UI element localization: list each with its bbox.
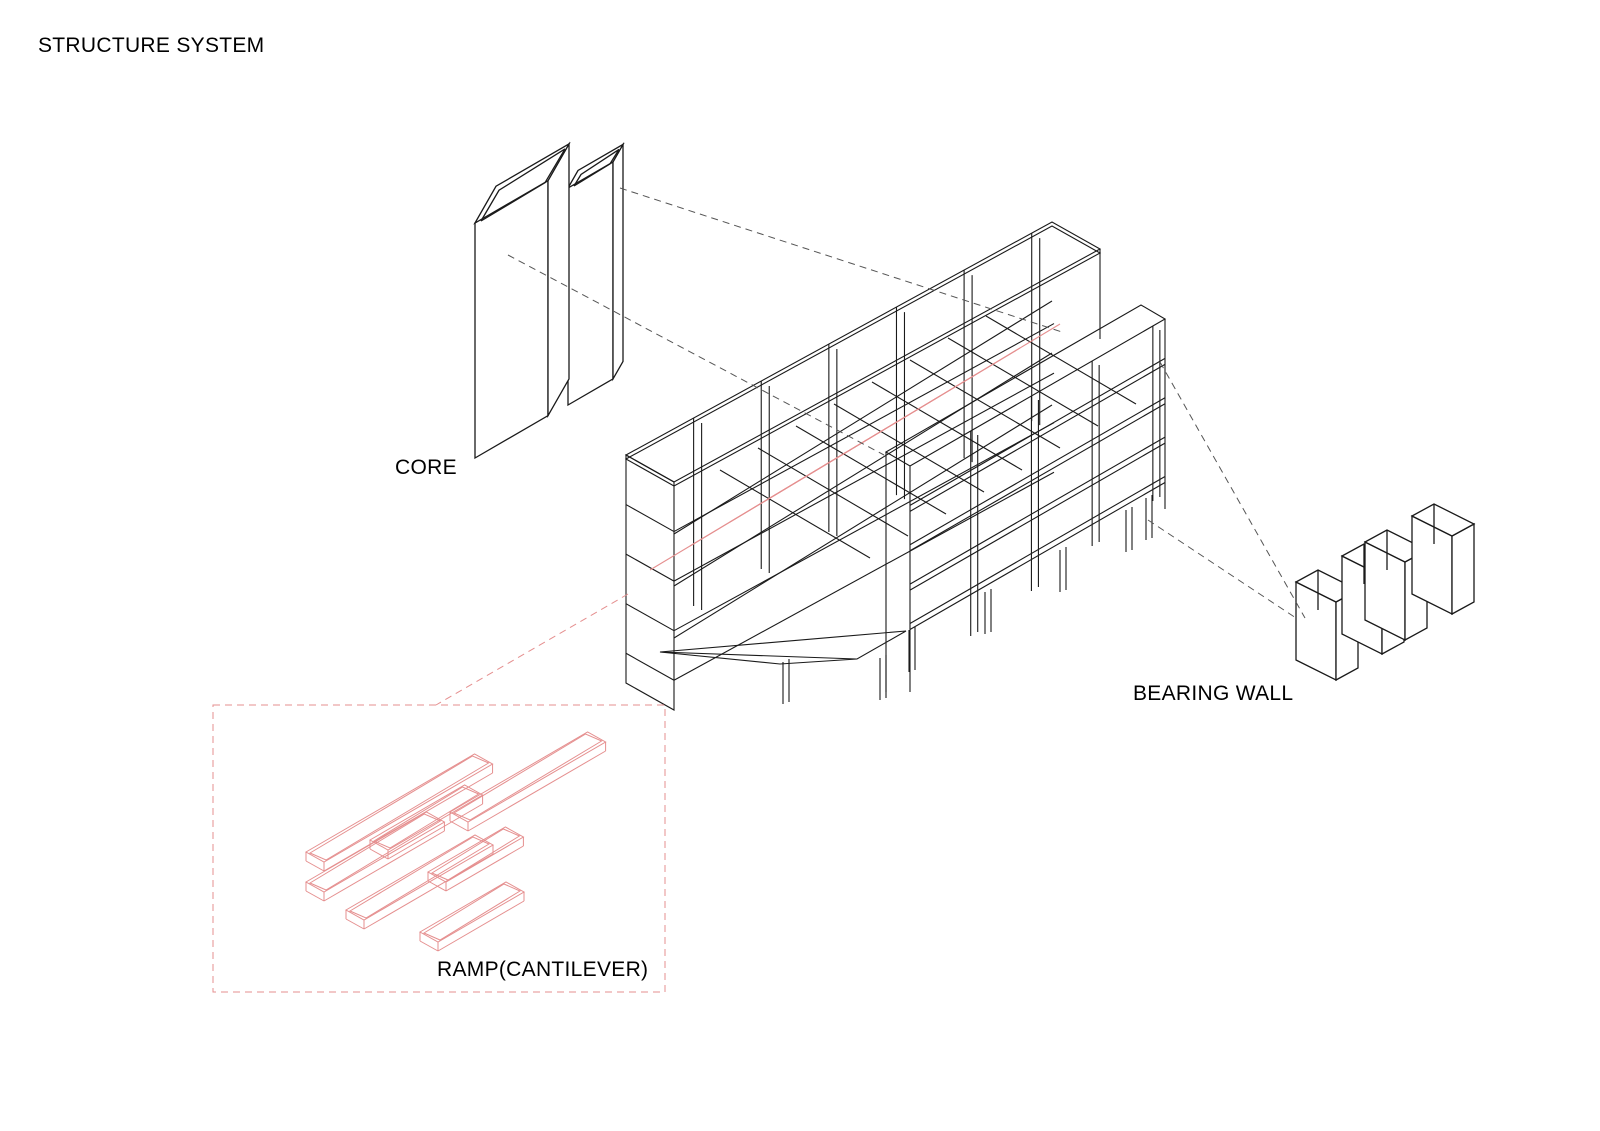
cross-beam bbox=[910, 360, 1060, 448]
ramp-plank-inner bbox=[374, 787, 479, 848]
ramp-plank-edge bbox=[364, 854, 493, 929]
slab-edge bbox=[660, 652, 857, 659]
ramp-plank-inner bbox=[424, 884, 520, 940]
cross-beam bbox=[986, 316, 1136, 404]
cross-beam bbox=[796, 426, 946, 514]
core-shaft-back bbox=[568, 144, 623, 405]
ramp-plank-edge bbox=[306, 861, 324, 871]
wall-side-panel bbox=[1452, 524, 1474, 614]
wall-top-edge bbox=[1412, 504, 1474, 536]
bearing-wall-label: BEARING WALL bbox=[1133, 682, 1294, 705]
front-frame-beam-edge bbox=[910, 443, 1165, 590]
back-frame-beam bbox=[674, 353, 1052, 586]
core-shafts bbox=[475, 144, 623, 458]
shaft-front-face bbox=[568, 162, 613, 405]
ramp-plank-inner bbox=[350, 837, 489, 918]
ramp-cantilever-drawing bbox=[306, 732, 606, 951]
front-frame-beam bbox=[910, 398, 1165, 545]
front-frame-beam-edge bbox=[910, 404, 1165, 551]
ramp-detail-frame bbox=[212, 704, 666, 993]
shaft-inner-rim bbox=[481, 149, 565, 221]
ramp-plank-inner bbox=[454, 734, 602, 820]
ramp-plank-edge bbox=[450, 821, 468, 831]
floor-edge bbox=[626, 604, 674, 631]
front-frame-beam bbox=[910, 477, 1165, 624]
ground-slab bbox=[660, 631, 906, 664]
leader-lines bbox=[212, 188, 1305, 993]
cross-beam bbox=[948, 338, 1098, 426]
main-structure-frame bbox=[626, 222, 1165, 710]
cross-beam bbox=[758, 448, 908, 536]
ramp-plank-top bbox=[450, 732, 606, 822]
shaft-side-face bbox=[548, 144, 569, 416]
floor-beam bbox=[674, 472, 1054, 680]
ramp-plank-2 bbox=[306, 812, 444, 901]
ramp-plank-7 bbox=[370, 785, 483, 859]
floor-beam bbox=[674, 373, 1054, 581]
front-frame-beam bbox=[910, 358, 1165, 505]
cross-beam bbox=[720, 470, 870, 558]
bearing-leader-line-2 bbox=[1148, 520, 1296, 618]
ramp-plank-4 bbox=[428, 827, 523, 891]
shaft-inner-rim bbox=[574, 149, 619, 186]
back-frame-end-face bbox=[626, 455, 674, 710]
core-leader-line-2 bbox=[508, 255, 884, 455]
page-title: STRUCTURE SYSTEM bbox=[38, 34, 265, 57]
ramp-plank-5 bbox=[450, 732, 606, 831]
ramp-plank-inner bbox=[310, 756, 489, 860]
back-frame-top-inner bbox=[626, 226, 1100, 486]
ramp-plank-edge bbox=[438, 901, 524, 951]
ramp-plank-edge bbox=[324, 831, 444, 901]
ramp-plank-edge bbox=[388, 804, 483, 859]
floor-beam bbox=[674, 324, 1054, 532]
ramp-plank-edge bbox=[420, 941, 438, 951]
ramp-plank-edge bbox=[428, 881, 446, 891]
ramp-hint-line bbox=[810, 324, 1060, 474]
ramp-plank-edge bbox=[468, 751, 606, 831]
ramp-label: RAMP(CANTILEVER) bbox=[437, 958, 649, 981]
cross-beam bbox=[872, 382, 1022, 470]
floor-edge bbox=[626, 554, 674, 581]
core-label: CORE bbox=[395, 456, 457, 479]
ramp-plank-edge bbox=[370, 849, 388, 859]
floor-edge bbox=[626, 653, 674, 680]
front-frame-beam-edge bbox=[910, 483, 1165, 630]
core-shaft-front bbox=[475, 144, 569, 458]
ramp-plank-inner bbox=[432, 829, 519, 880]
ramp-plank-top bbox=[420, 882, 524, 942]
back-frame-beam bbox=[674, 405, 1052, 638]
shaft-side-face bbox=[613, 144, 623, 379]
bearing-wall-4 bbox=[1412, 504, 1474, 614]
ramp-plank-3 bbox=[346, 835, 493, 929]
shaft-front-face bbox=[475, 181, 548, 458]
ramp-plank-edge bbox=[346, 919, 364, 929]
ramp-plank-6 bbox=[420, 882, 524, 951]
bearing-leader-line-1 bbox=[1160, 362, 1305, 618]
core-leader-line-1 bbox=[620, 188, 1062, 332]
back-frame-beam bbox=[674, 301, 1052, 534]
front-frame-beam bbox=[910, 437, 1165, 584]
ramp-plank-edge bbox=[306, 891, 324, 901]
ramp-plank-edge bbox=[446, 846, 523, 891]
front-frame-beam-edge bbox=[910, 364, 1165, 511]
ramp-leader-line bbox=[436, 594, 628, 705]
cross-beam bbox=[834, 404, 984, 492]
floor-edge bbox=[626, 505, 674, 532]
ramp-plank-inner bbox=[310, 814, 440, 890]
floor-beam bbox=[674, 423, 1054, 631]
bearing-walls bbox=[1296, 504, 1474, 680]
